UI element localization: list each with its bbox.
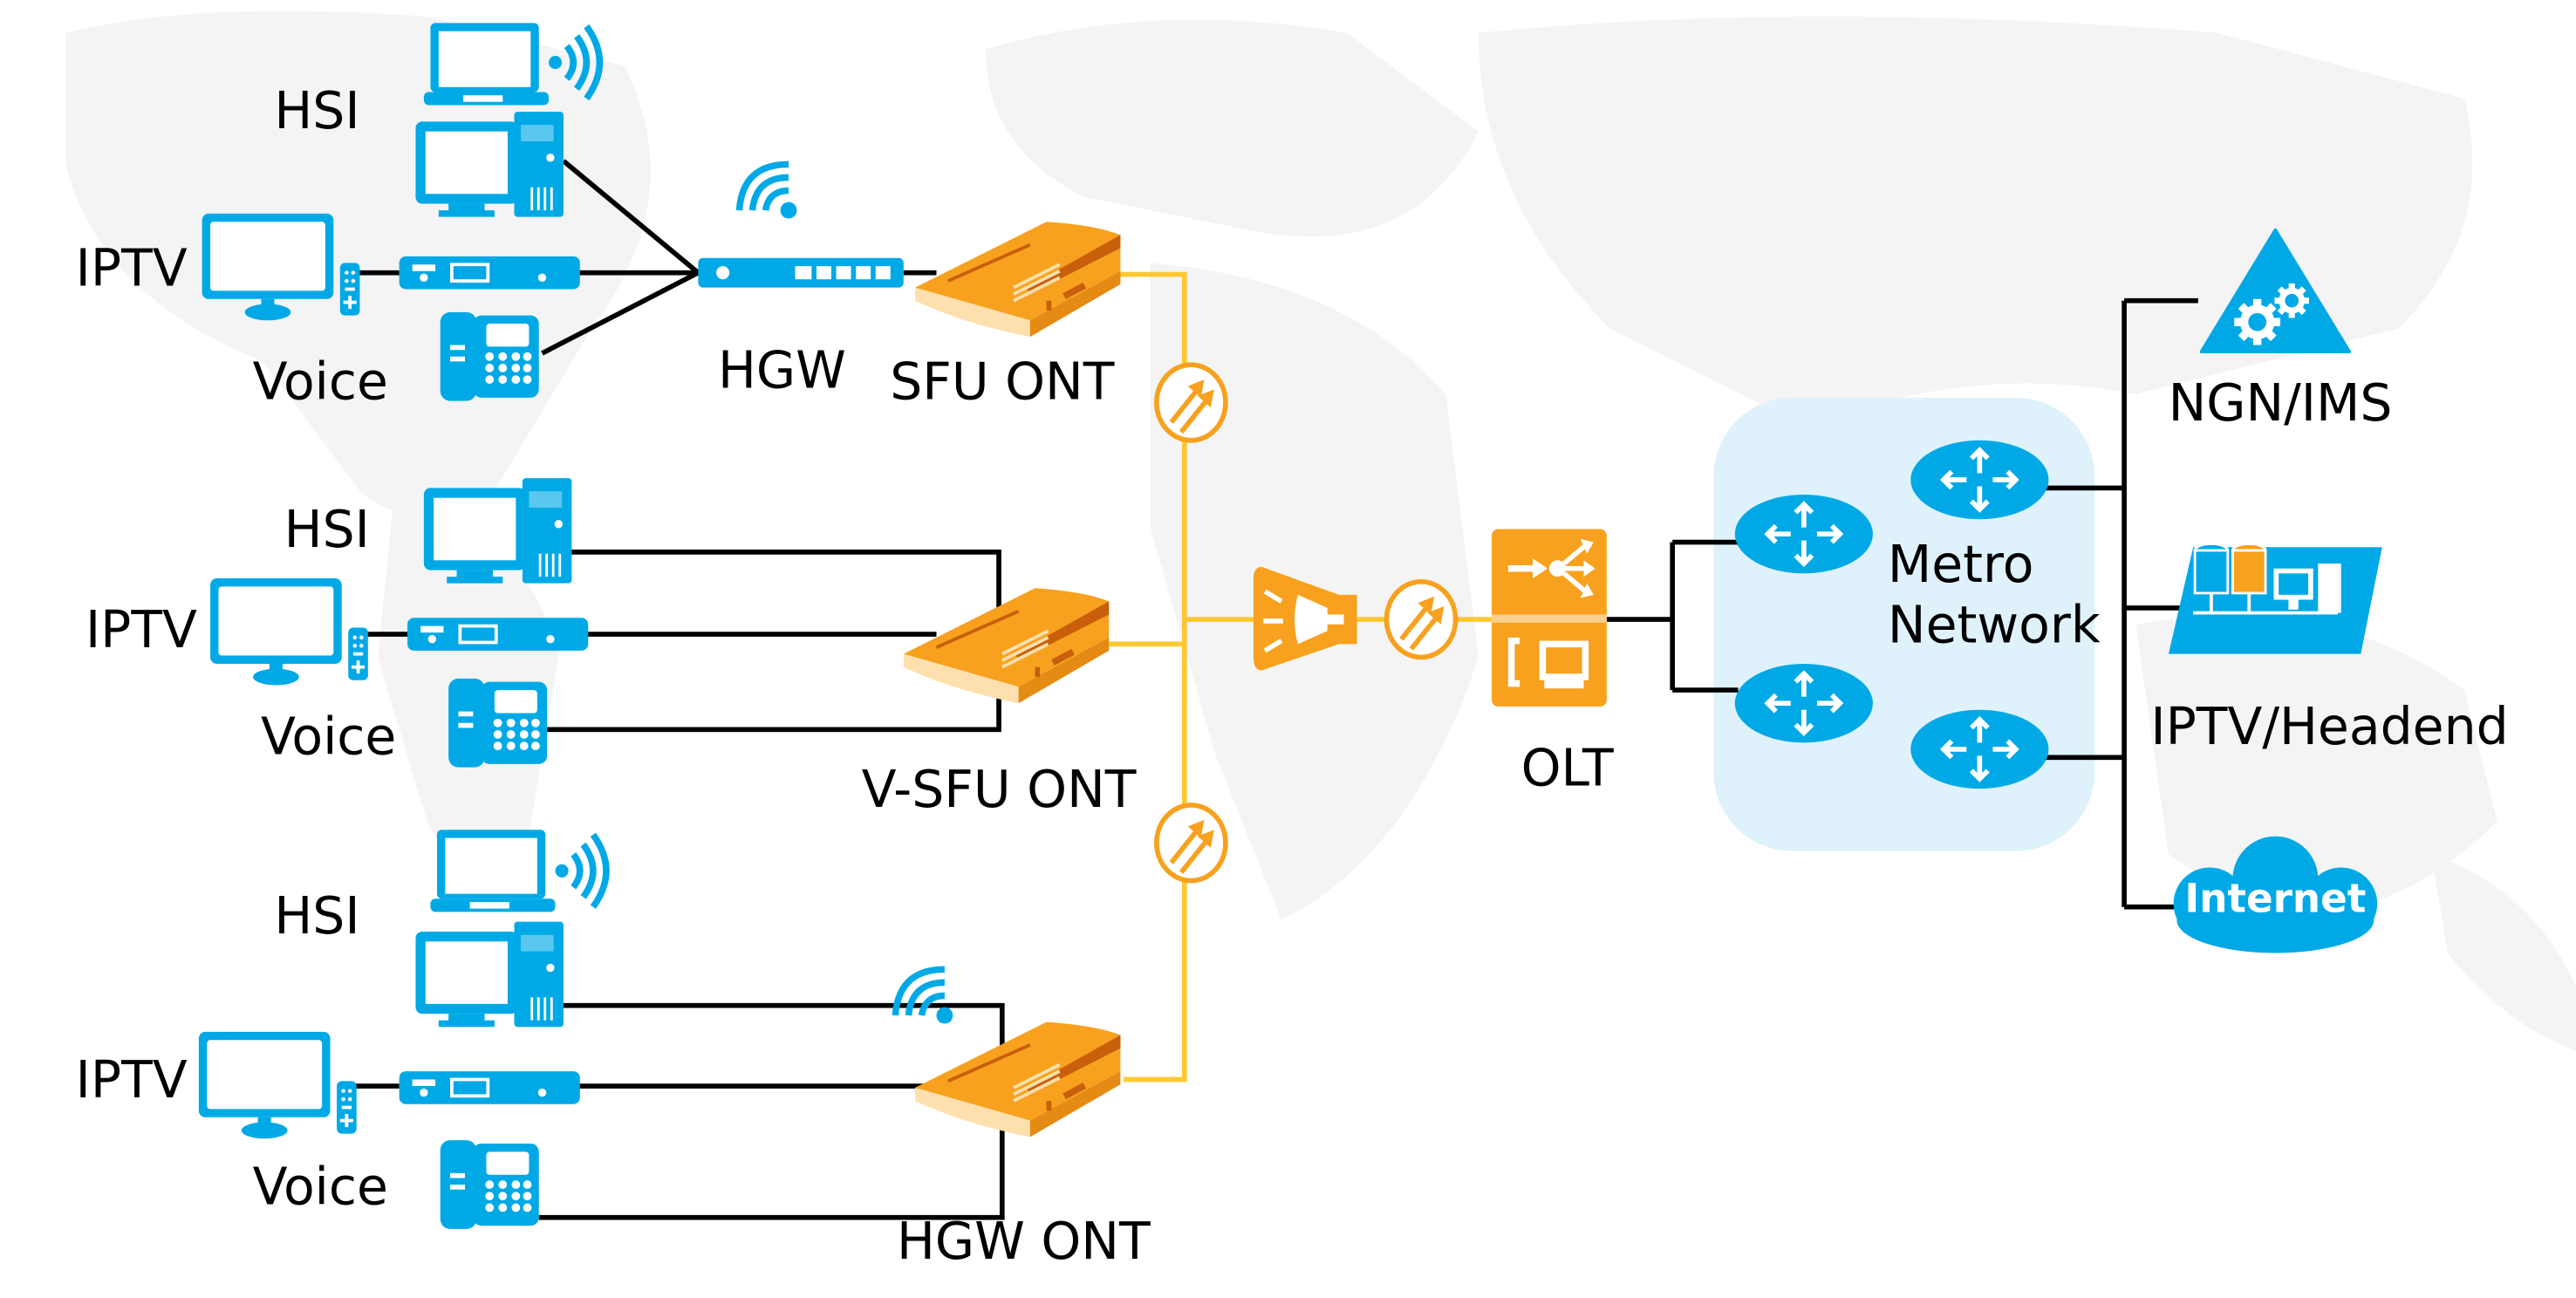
desktop-pc-icon (415, 112, 564, 217)
service-label-hsi: HSI (284, 500, 370, 559)
optical-connector-icon (1157, 365, 1226, 441)
metro-label-line1: Metro (1888, 535, 2034, 594)
group-hgw-ont: HSI IPTV Voice HGW ONT (76, 830, 1151, 1271)
optical-connector-icon (1157, 805, 1226, 881)
home-gateway-icon (698, 257, 904, 288)
wifi-icon (739, 164, 796, 218)
set-top-box-icon (406, 616, 591, 652)
service-label-iptv: IPTV (85, 600, 197, 659)
olt-label: OLT (1521, 738, 1614, 797)
internet-cloud-icon (2173, 836, 2378, 953)
service-label-voice: Voice (253, 1158, 388, 1217)
wifi-icon (895, 969, 953, 1023)
laptop-icon (423, 23, 550, 106)
metro-label-line2: Network (1888, 595, 2101, 654)
set-top-box-icon (397, 1069, 582, 1106)
v-sfu-ont-icon (901, 586, 1111, 706)
optical-splitter-icon (1253, 566, 1357, 671)
hgw-label: HGW (718, 341, 846, 400)
phone-icon (448, 678, 548, 768)
phone-icon (440, 1140, 539, 1229)
wifi-icon (556, 835, 606, 907)
olt-icon (1492, 529, 1607, 707)
router-icon (1910, 441, 2048, 519)
phone-icon (440, 311, 539, 401)
group-sfu: HSI IPTV Voice HGW SFU ONT (76, 23, 1123, 412)
hgw-ont-label: HGW ONT (897, 1212, 1151, 1271)
iptv-headend-label: IPTV/Headend (2150, 697, 2508, 756)
service-label-iptv: IPTV (76, 239, 188, 298)
v-sfu-ont-label: V-SFU ONT (862, 760, 1137, 819)
desktop-pc-icon (423, 478, 572, 584)
set-top-box-icon (397, 254, 582, 291)
iptv-headend-icon (2168, 543, 2382, 654)
service-label-iptv: IPTV (76, 1050, 188, 1110)
hgw-ont-icon (913, 1020, 1123, 1139)
internet-label: Internet (2184, 875, 2366, 921)
tv-icon (210, 578, 368, 686)
ngn-ims-label: NGN/IMS (2169, 373, 2393, 433)
sfu-ont-icon (913, 220, 1123, 339)
laptop-icon (430, 830, 556, 912)
service-label-voice: Voice (261, 707, 396, 767)
desktop-pc-icon (415, 921, 564, 1028)
service-label-hsi: HSI (274, 81, 359, 140)
sfu-ont-label: SFU ONT (890, 352, 1115, 412)
service-label-voice: Voice (253, 352, 388, 412)
router-icon (1735, 664, 1873, 742)
ngn-ims-icon (2199, 228, 2351, 353)
router-icon (1910, 710, 2048, 789)
group-vsfu: HSI IPTV Voice V-SFU ONT (85, 478, 1137, 819)
tv-icon (198, 1031, 357, 1139)
optical-connector-icon (1386, 582, 1455, 658)
router-icon (1735, 495, 1873, 573)
copper-links (341, 159, 2198, 1220)
service-label-hsi: HSI (274, 886, 359, 946)
